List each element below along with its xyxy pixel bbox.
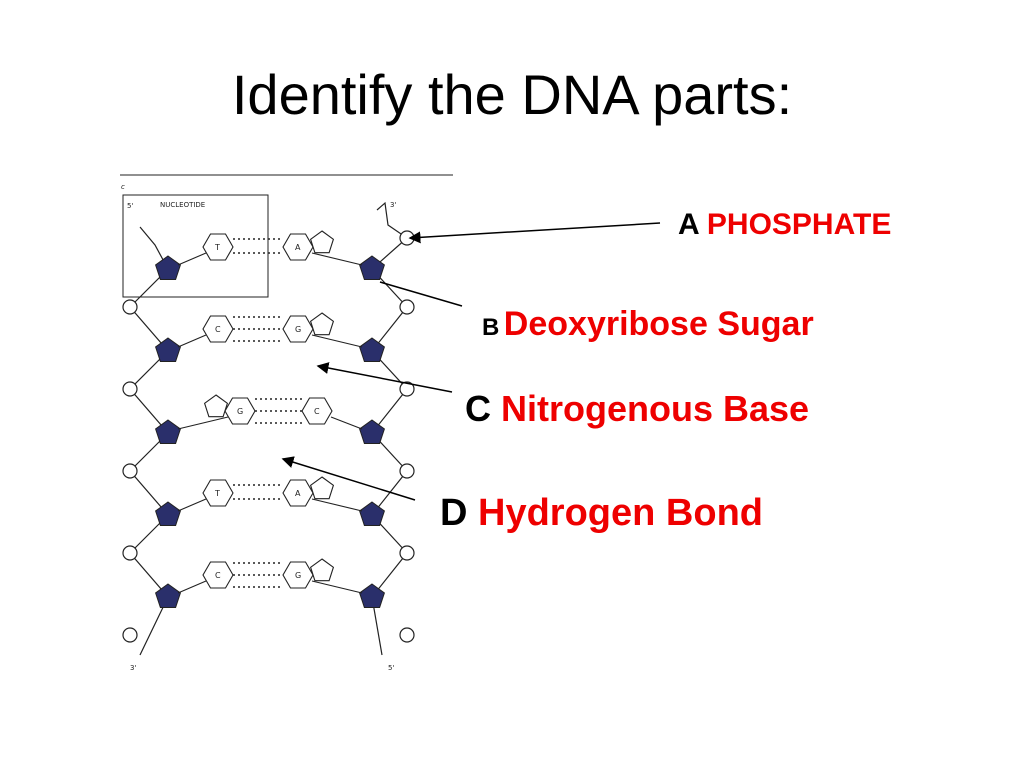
end-label-top-left: 5'	[127, 202, 133, 210]
base-letter-left: T	[214, 243, 220, 252]
sugar-left	[155, 337, 181, 362]
base-ring-left	[202, 561, 234, 589]
label-term: PHOSPHATE	[706, 208, 892, 241]
arrow-phosphate	[408, 222, 661, 244]
label-term: Deoxyribose Sugar	[503, 305, 814, 343]
base-letter-left: G	[237, 407, 243, 416]
phosphate-left	[122, 463, 138, 479]
base-letter-right: G	[295, 325, 301, 334]
sugar-right	[359, 337, 385, 362]
label-term: Hydrogen Bond	[478, 492, 763, 534]
sugar-left	[155, 255, 181, 280]
slide-title: Identify the DNA parts:	[231, 63, 793, 126]
base-letter-right: A	[295, 489, 301, 498]
label-deoxyribose-sugar: B Deoxyribose Sugar	[482, 305, 814, 344]
sugar-left	[155, 501, 181, 526]
base-ring-right-pentagon	[309, 476, 335, 500]
label-letter: B	[482, 314, 500, 341]
phosphate-left	[122, 381, 138, 397]
backbone-right	[371, 201, 408, 656]
label-hydrogen-bond: D Hydrogen Bond	[440, 492, 763, 535]
line-deoxyribose-sugar	[379, 281, 463, 307]
base-ring-right	[282, 479, 314, 507]
base-ring-left	[202, 315, 234, 343]
base-ring-right-pentagon	[309, 312, 335, 336]
base-ring-left	[202, 479, 234, 507]
phosphate-right	[399, 545, 415, 561]
glycosidic-bond	[330, 416, 363, 430]
sugar-right	[359, 583, 385, 608]
phosphate-right	[399, 463, 415, 479]
nucleotide-box	[122, 194, 269, 298]
base-letter-left: T	[214, 489, 220, 498]
label-nitrogenous-base: C Nitrogenous Base	[465, 388, 809, 430]
phosphate-left	[122, 299, 138, 315]
label-term: Nitrogenous Base	[501, 388, 810, 429]
base-ring-right	[282, 561, 314, 589]
base-ring-right-pentagon	[309, 558, 335, 582]
sugar-right	[359, 255, 385, 280]
glycosidic-bond	[177, 498, 207, 512]
phosphate-left	[122, 627, 138, 643]
glycosidic-bond	[177, 252, 207, 266]
base-letter-right: C	[314, 407, 320, 416]
end-label-top-right: 3'	[390, 201, 396, 209]
dna-diagram: c NUCLEOTIDE 5' 3' 3' 5' T A C G G C T A C G	[85, 165, 460, 685]
phosphate-right	[399, 299, 415, 315]
base-letter-right: A	[295, 243, 301, 252]
sugar-left	[155, 583, 181, 608]
glycosidic-bond	[311, 334, 363, 348]
glycosidic-bond	[177, 334, 207, 348]
end-label-bottom-left: 3'	[130, 664, 136, 672]
phosphate-left	[122, 545, 138, 561]
glycosidic-bond	[311, 498, 363, 512]
panel-letter: c	[121, 183, 125, 191]
sugar-right	[359, 501, 385, 526]
phosphate-right	[399, 627, 415, 643]
end-label-bottom-right: 5'	[388, 664, 394, 672]
arrow-nitrogenous-base	[316, 362, 453, 393]
base-letter-left: C	[215, 325, 221, 334]
label-phosphate: A PHOSPHATE	[678, 208, 891, 242]
glycosidic-bond	[311, 580, 363, 594]
base-ring-left-pentagon	[203, 394, 229, 418]
sugar-left	[155, 419, 181, 444]
base-ring-right-pentagon	[309, 230, 335, 254]
phosphate-right	[399, 381, 415, 397]
base-ring-right	[282, 315, 314, 343]
base-letter-right: G	[295, 571, 301, 580]
label-letter: D	[440, 492, 468, 534]
nucleotide-box-label: NUCLEOTIDE	[160, 201, 205, 209]
sugar-right	[359, 419, 385, 444]
arrow-hydrogen-bond	[281, 456, 416, 501]
glycosidic-bond	[177, 580, 207, 594]
base-letter-left: C	[215, 571, 221, 580]
glycosidic-bond	[177, 416, 229, 430]
base-ring-right	[282, 233, 314, 261]
base-ring-left	[202, 233, 234, 261]
glycosidic-bond	[311, 252, 363, 266]
label-letter: C	[465, 388, 491, 429]
label-letter: A	[678, 208, 699, 241]
